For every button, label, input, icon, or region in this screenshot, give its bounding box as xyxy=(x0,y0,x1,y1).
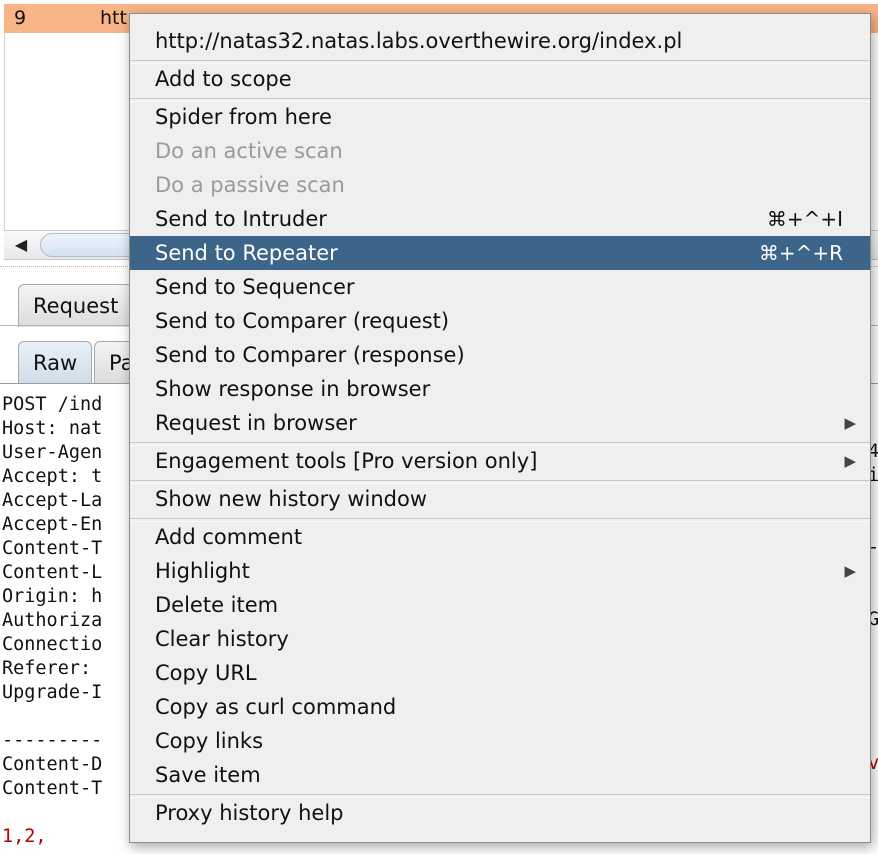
menu-item-url[interactable]: http://natas32.natas.labs.overthewire.or… xyxy=(130,24,870,58)
menu-item-show-new-history-window[interactable]: Show new history window xyxy=(130,482,870,516)
menu-item-label: Spider from here xyxy=(155,105,332,129)
menu-item-send-to-comparer-response[interactable]: Send to Comparer (response) xyxy=(130,338,870,372)
menu-item-label: Copy URL xyxy=(155,661,257,685)
request-line: Accept: t xyxy=(2,466,103,487)
menu-item-do-an-active-scan: Do an active scan xyxy=(130,134,870,168)
menu-item-send-to-intruder[interactable]: Send to Intruder ⌘+^+I xyxy=(130,202,870,236)
menu-item-label: Add to scope xyxy=(155,67,292,91)
menu-item-label: Engagement tools [Pro version only] xyxy=(155,449,538,473)
menu-separator xyxy=(130,518,870,522)
menu-item-label: Delete item xyxy=(155,593,279,617)
menu-item-label: Send to Sequencer xyxy=(155,275,355,299)
menu-item-label: Highlight xyxy=(155,559,250,583)
menu-item-label: Clear history xyxy=(155,627,289,651)
menu-item-label: Do a passive scan xyxy=(155,173,345,197)
menu-item-label: Copy as curl command xyxy=(155,695,397,719)
request-line: POST /ind xyxy=(2,394,103,415)
menu-item-label: Show response in browser xyxy=(155,377,431,401)
request-line: Content-D xyxy=(2,754,103,775)
menu-item-label: Send to Intruder xyxy=(155,207,327,231)
menu-item-request-in-browser[interactable]: Request in browser ▶ xyxy=(130,406,870,440)
menu-item-send-to-sequencer[interactable]: Send to Sequencer xyxy=(130,270,870,304)
menu-item-engagement-tools-pro-version-only[interactable]: Engagement tools [Pro version only] ▶ xyxy=(130,444,870,478)
right-edge-fragment: - xyxy=(868,536,878,560)
scroll-left-arrow-icon[interactable]: ◀ xyxy=(14,235,28,254)
history-row-number: 9 xyxy=(14,7,27,29)
menu-separator xyxy=(130,794,870,798)
menu-item-shortcut: ⌘+^+I xyxy=(766,207,843,231)
right-edge-fragment: i xyxy=(868,465,878,486)
menu-item-spider-from-here[interactable]: Spider from here xyxy=(130,100,870,134)
menu-item-label: Send to Comparer (request) xyxy=(155,309,450,333)
menu-separator xyxy=(130,98,870,102)
menu-item-label: Proxy history help xyxy=(155,801,344,825)
menu-separator xyxy=(130,60,870,64)
context-menu: http://natas32.natas.labs.overthewire.or… xyxy=(129,13,871,843)
menu-item-copy-links[interactable]: Copy links xyxy=(130,724,870,758)
menu-item-show-response-in-browser[interactable]: Show response in browser xyxy=(130,372,870,406)
request-line: User-Agen xyxy=(2,442,103,463)
request-line: Content-L xyxy=(2,562,103,583)
menu-item-label: Send to Comparer (response) xyxy=(155,343,465,367)
menu-separator xyxy=(130,480,870,484)
menu-item-add-comment[interactable]: Add comment xyxy=(130,520,870,554)
menu-item-label: Do an active scan xyxy=(155,139,343,163)
request-line: Content-T xyxy=(2,538,103,559)
menu-item-label: Add comment xyxy=(155,525,303,549)
request-line: Authoriza xyxy=(2,610,103,631)
menu-item-proxy-history-help[interactable]: Proxy history help xyxy=(130,796,870,830)
menu-item-do-a-passive-scan: Do a passive scan xyxy=(130,168,870,202)
request-line: Host: nat xyxy=(2,418,103,439)
menu-item-highlight[interactable]: Highlight ▶ xyxy=(130,554,870,588)
menu-item-clear-history[interactable]: Clear history xyxy=(130,622,870,656)
menu-item-label: http://natas32.natas.labs.overthewire.or… xyxy=(155,29,683,53)
request-line: Referer: xyxy=(2,658,103,679)
tab-request[interactable]: Request xyxy=(18,284,134,327)
request-line: Content-T xyxy=(2,778,103,799)
request-line: Origin: h xyxy=(2,586,103,607)
request-line: Accept-En xyxy=(2,514,103,535)
menu-item-label: Request in browser xyxy=(155,411,357,435)
request-line: --------- xyxy=(2,730,103,751)
request-line: Upgrade-I xyxy=(2,682,103,703)
request-line: 1,2, xyxy=(2,826,47,847)
menu-item-label: Save item xyxy=(155,763,261,787)
history-row-url: htt xyxy=(100,7,127,29)
menu-item-copy-as-curl-command[interactable]: Copy as curl command xyxy=(130,690,870,724)
submenu-arrow-icon: ▶ xyxy=(844,414,856,432)
menu-separator xyxy=(130,442,870,446)
menu-item-save-item[interactable]: Save item xyxy=(130,758,870,792)
request-line: Accept-La xyxy=(2,490,103,511)
menu-item-label: Copy links xyxy=(155,729,264,753)
request-line: Connectio xyxy=(2,634,103,655)
menu-item-send-to-comparer-request[interactable]: Send to Comparer (request) xyxy=(130,304,870,338)
menu-item-delete-item[interactable]: Delete item xyxy=(130,588,870,622)
menu-item-label: Send to Repeater xyxy=(155,241,338,265)
right-edge-fragment: G xyxy=(868,609,878,630)
submenu-arrow-icon: ▶ xyxy=(844,562,856,580)
tab-raw[interactable]: Raw xyxy=(18,341,93,384)
right-edge-fragment: 4 xyxy=(868,441,878,462)
menu-item-send-to-repeater[interactable]: Send to Repeater ⌘+^+R xyxy=(130,236,870,270)
right-edge-fragment: v xyxy=(868,753,878,774)
menu-item-label: Show new history window xyxy=(155,487,427,511)
menu-item-copy-url[interactable]: Copy URL xyxy=(130,656,870,690)
submenu-arrow-icon: ▶ xyxy=(844,452,856,470)
menu-item-add-to-scope[interactable]: Add to scope xyxy=(130,62,870,96)
menu-item-shortcut: ⌘+^+R xyxy=(758,241,843,265)
